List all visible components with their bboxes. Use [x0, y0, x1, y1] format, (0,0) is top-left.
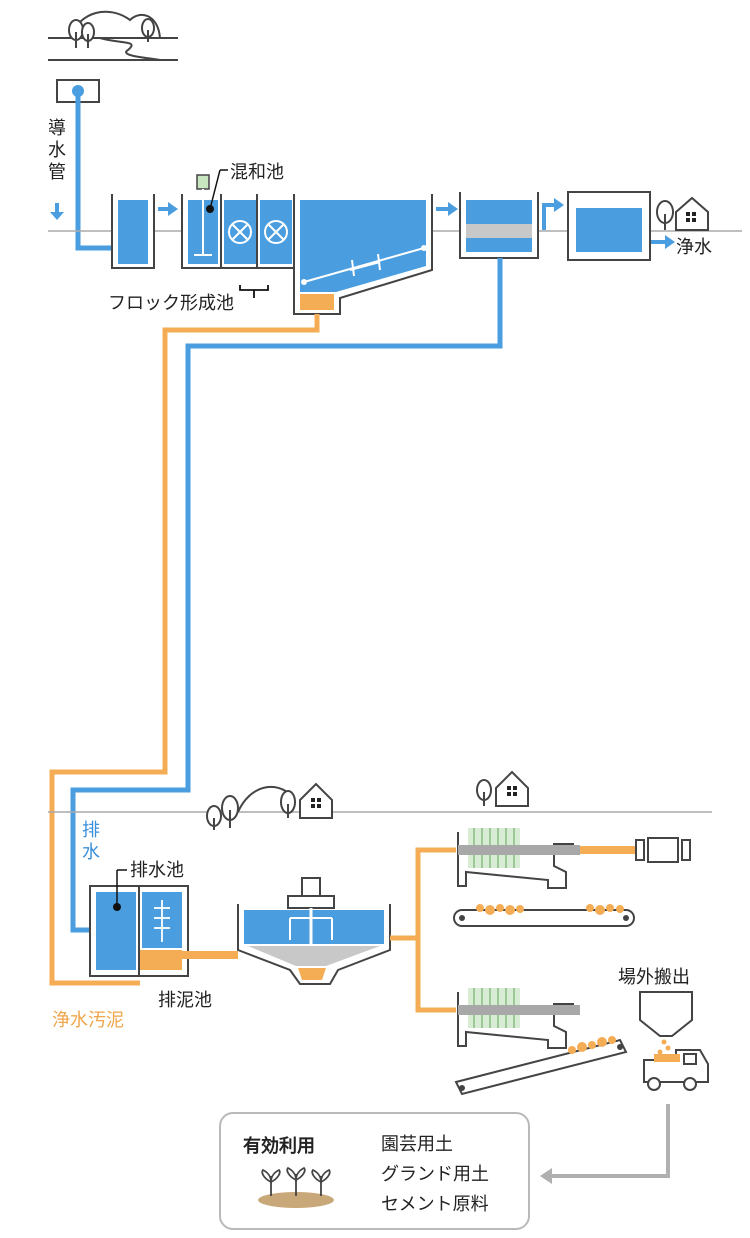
arrow-right-icon [158, 202, 178, 216]
house-icon [656, 196, 709, 231]
floc-bracket [239, 285, 269, 298]
plant-icon [258, 1166, 334, 1208]
hopper [639, 991, 693, 1055]
reuse-item: セメント原料 [381, 1194, 489, 1215]
label-conduit-text: 導水管 [48, 118, 66, 183]
reuse-list: 園芸用土 グランド用土 セメント原料 [381, 1130, 489, 1220]
label-drain-text: 排水 [82, 820, 100, 863]
label-floc-basin: フロック形成池 [108, 293, 234, 314]
conduit-pipe [75, 91, 118, 251]
label-clean-water: 浄水 [676, 237, 712, 258]
thickener-feed-pipe [182, 951, 238, 959]
truck-icon [643, 1049, 709, 1091]
conveyor-2 [454, 1036, 628, 1096]
label-conduit: 導水管 [48, 118, 66, 183]
filter-press-2 [457, 988, 580, 1049]
landscape-icon [206, 770, 529, 830]
filter-press-1 [457, 828, 691, 889]
sludge-pipe [49, 314, 320, 986]
river-hills-icon [48, 10, 178, 61]
reuse-item: 園芸用土 [381, 1134, 453, 1155]
reuse-arrow [552, 1104, 670, 1178]
arrow-right-icon [651, 235, 675, 249]
label-drain-basin: 排水池 [130, 860, 184, 881]
label-purified-sludge: 浄水汚泥 [52, 1010, 124, 1031]
conveyor-1 [453, 904, 635, 927]
label-off-site: 場外搬出 [618, 967, 690, 988]
reuse-title: 有効利用 [243, 1136, 315, 1157]
down-arrow-icon [50, 203, 64, 220]
label-sludge-basin: 排泥池 [158, 990, 212, 1011]
floc-paddle-icon [228, 220, 288, 244]
label-drain: 排水 [82, 820, 100, 863]
reuse-box: 有効利用 園芸用土 グランド用土 セメント原料 [219, 1112, 530, 1230]
label-mixing-basin: 混和池 [230, 162, 284, 183]
drain-pipe [70, 258, 503, 933]
arrow-left-icon [540, 1168, 552, 1184]
dewatering-feed-pipe [390, 847, 456, 1013]
thickener-tank [237, 877, 391, 985]
arrow-right-icon [436, 202, 458, 216]
mixer-motor [196, 174, 210, 190]
arrow-right-icon [542, 198, 564, 230]
reuse-item: グランド用土 [381, 1164, 489, 1185]
